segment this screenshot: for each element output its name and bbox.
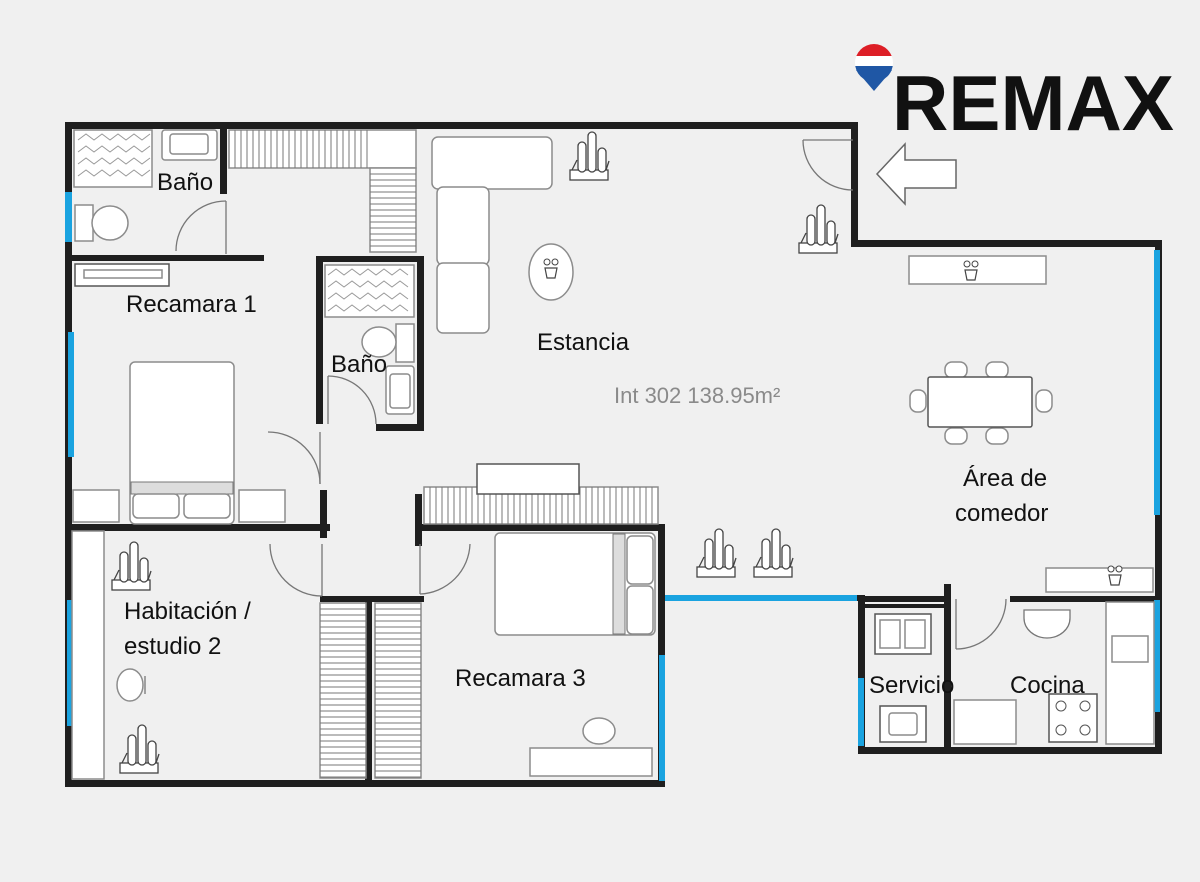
stairs-top: [228, 129, 417, 253]
label-comedor-line1: Área de: [963, 465, 1047, 492]
label-recamara-1: Recamara 1: [126, 291, 257, 318]
dining-table: [909, 361, 1053, 445]
plant-icon: [111, 541, 152, 591]
plant-icon: [119, 724, 160, 774]
plant-icon: [798, 204, 839, 254]
remax-logo: REMAX: [855, 44, 1174, 147]
plant-icon: [696, 528, 737, 578]
stairs-bottom-right: [374, 602, 422, 779]
cocina-fixtures: [953, 598, 1155, 745]
flower-pot-icon: [1107, 565, 1123, 586]
plant-icon: [569, 131, 610, 181]
plant-icon: [753, 528, 794, 578]
flower-pot-icon: [543, 258, 559, 279]
windows: [65, 192, 1160, 781]
stairs-bottom-left: [319, 602, 367, 779]
servicio-fixtures: [874, 613, 932, 743]
label-cocina: Cocina: [1010, 672, 1085, 699]
label-servicio: Servicio: [869, 672, 954, 699]
area-label: Int 302 138.95m²: [614, 383, 780, 408]
balloon-icon: [855, 44, 893, 91]
habitacion-furniture: [71, 530, 471, 780]
entrance-arrow-icon: [875, 142, 957, 206]
bano-2-fixtures: [324, 264, 415, 425]
label-estancia: Estancia: [537, 329, 630, 356]
flower-pot-icon: [963, 260, 979, 281]
label-bano-1: Baño: [157, 169, 213, 196]
label-habitacion-line2: estudio 2: [124, 633, 221, 660]
label-habitacion-line1: Habitación /: [124, 598, 251, 625]
bano-1-fixtures: [73, 129, 227, 254]
label-comedor-line2: comedor: [955, 500, 1048, 527]
sideboard: [1045, 567, 1154, 593]
recamara-3-furniture: [476, 463, 656, 777]
remax-wordmark: REMAX: [892, 59, 1174, 147]
room-labels: Baño Recamara 1 Baño Estancia Int 302 13…: [124, 169, 1085, 699]
estancia-furniture: [431, 136, 854, 334]
label-recamara-3: Recamara 3: [455, 665, 586, 692]
recamara-1-furniture: [72, 263, 321, 525]
label-bano-2: Baño: [331, 351, 387, 378]
